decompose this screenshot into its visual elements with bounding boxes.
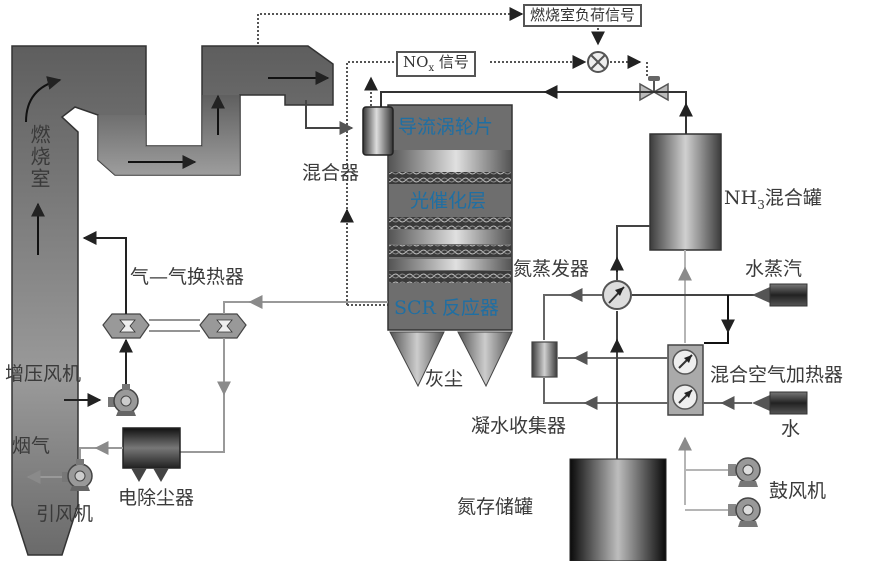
nox-signal-box: NOx 信号 (396, 51, 476, 77)
combustion-load-signal-box: 燃烧室负荷信号 (523, 4, 643, 27)
combustion-chamber-label: 燃烧室 (27, 124, 51, 190)
catalyst-mesh (389, 217, 511, 229)
flue-gas-line (79, 447, 123, 460)
scr-reactor-label: SCR 反应器 (394, 297, 499, 319)
induced-draft-fan-label: 引风机 (36, 503, 94, 525)
blower-icon (728, 497, 761, 527)
catalyst-band (389, 230, 511, 244)
electrostatic-precipitator (122, 427, 181, 482)
nh3-mixing-tank (649, 133, 722, 251)
water-label: 水 (781, 418, 801, 440)
ash-hopper (457, 331, 513, 388)
condensate-collector-label: 凝水收集器 (471, 415, 567, 437)
nh3-mixing-tank-label: NH3混合罐 (724, 189, 822, 211)
catalyst-mesh (389, 245, 511, 257)
catalyst-band (389, 259, 511, 270)
steam-inlet-nozzle (752, 283, 808, 307)
nh3-prefix: NH (724, 187, 758, 209)
reheated-flue-line (82, 231, 127, 314)
scr-reactor (387, 104, 513, 388)
catalyst-mesh (389, 172, 511, 184)
nox-signal-prefix: NO (403, 53, 429, 71)
gas-gas-heat-exchanger (102, 313, 247, 339)
condensate-collector (531, 341, 558, 378)
ammonia-storage-tank (569, 458, 667, 561)
booster-fan-label: 增压风机 (5, 363, 82, 385)
nox-signal-suffix: 信号 (434, 53, 469, 71)
blower-icon (728, 457, 761, 487)
duct-to-mixer (305, 100, 354, 135)
electrostatic-precipitator-label: 电除尘器 (118, 487, 195, 509)
combustion-chamber (11, 45, 334, 556)
guide-vane-label: 导流涡轮片 (398, 116, 494, 138)
ammonia-evaporator-icon (602, 280, 632, 310)
flue-gas-line (223, 301, 388, 314)
booster-fan-icon (108, 384, 139, 416)
mixer-label: 混合器 (302, 162, 360, 184)
ash-label: 灰尘 (425, 368, 464, 390)
nh3-suffix: 混合罐 (764, 187, 822, 209)
flow-arrow (25, 76, 62, 123)
catalyst-mesh (389, 271, 511, 283)
ash-hopper (389, 331, 445, 388)
nox-signal-subscript: x (428, 63, 435, 74)
gas-gas-heat-exchanger-label: 气—气换热器 (130, 266, 245, 288)
signal-lines (257, 7, 648, 306)
nh3-subscript: 3 (757, 197, 765, 212)
steam-label: 水蒸汽 (745, 258, 803, 280)
water-inlet-nozzle (752, 391, 808, 415)
catalyst-band (389, 150, 511, 172)
flue-gas-line (180, 338, 225, 453)
ammonia-evaporator-label: 氮蒸发器 (513, 258, 590, 280)
control-valve-icon (639, 76, 669, 102)
mixer (362, 106, 394, 156)
mixed-air-heater (667, 344, 704, 416)
blower-label: 鼓风机 (769, 480, 827, 502)
signal-multiplier-icon (587, 51, 609, 73)
catalyst-layer-label: 光催化层 (410, 190, 487, 212)
mixed-air-heater-label: 混合空气加热器 (710, 364, 844, 386)
combustion-chamber-and-duct (11, 45, 334, 556)
induced-draft-fan-icon (62, 459, 93, 491)
flue-gas-label: 烟气 (12, 435, 51, 457)
ammonia-storage-tank-label: 氮存储罐 (457, 496, 534, 518)
